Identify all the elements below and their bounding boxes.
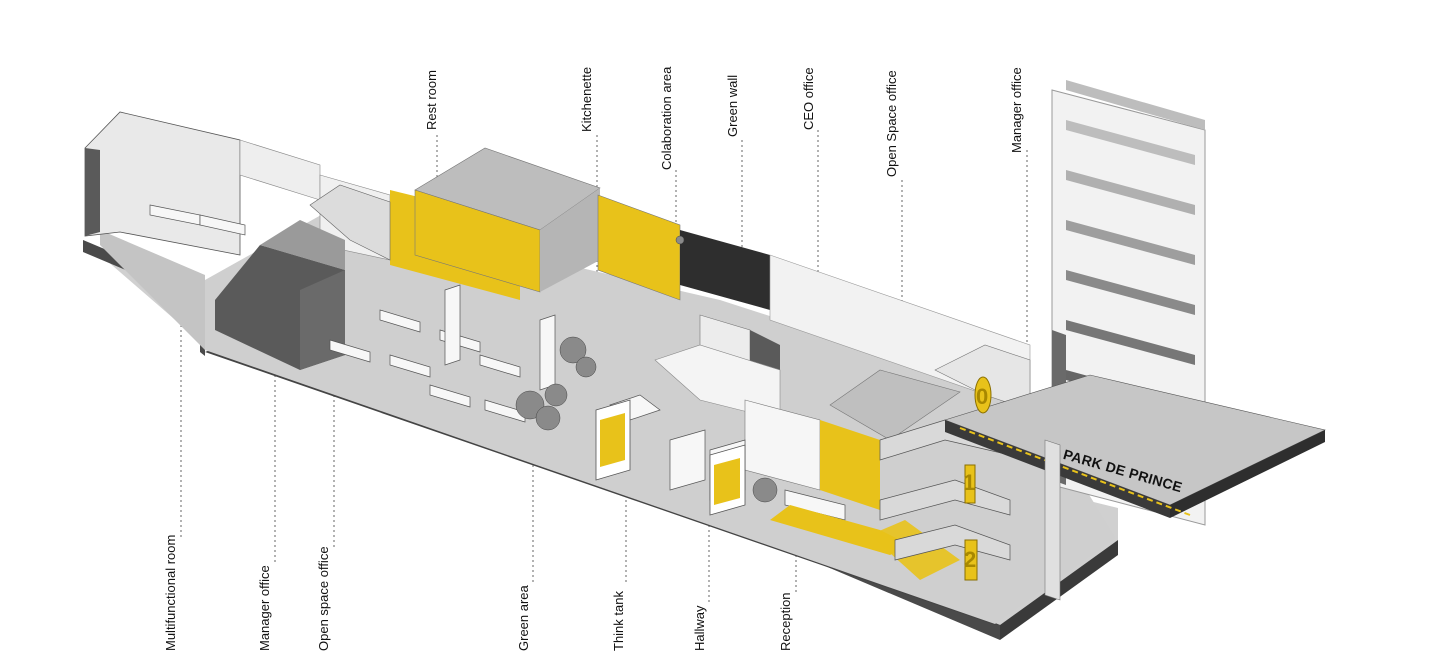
label-open-space-office-bottom: Open space office: [316, 546, 331, 651]
think-tank-pods: [595, 399, 746, 516]
floor-number-2: 2: [964, 547, 977, 572]
plants: [515, 235, 778, 503]
label-green-wall: Green wall: [725, 74, 740, 137]
entrance-slab: [944, 374, 1326, 601]
label-manager-office-top: Manager office: [1009, 67, 1024, 153]
label-kitchenette: Kitchenette: [579, 66, 594, 132]
floor-plane: [100, 210, 1116, 624]
label-manager-office-bottom: Manager office: [257, 565, 272, 651]
label-multifunctional-room: Multifunctional room: [163, 534, 178, 651]
label-rest-room: Rest room: [424, 70, 439, 130]
label-reception: Reception: [778, 592, 793, 651]
label-ceo-office: CEO office: [801, 67, 816, 130]
label-think-tank: Think tank: [611, 591, 626, 651]
label-colaboration-area: Colaboration area: [659, 66, 674, 170]
floor-number-1: 1: [963, 470, 976, 495]
floor-number-0: 0: [976, 384, 989, 409]
partition-rooms: [215, 184, 1031, 510]
label-hallway: Hallway: [692, 605, 707, 651]
floor-number-markers: [964, 376, 992, 581]
label-green-area: Green area: [516, 585, 531, 651]
label-open-space-office-top: Open Space office: [884, 70, 899, 177]
